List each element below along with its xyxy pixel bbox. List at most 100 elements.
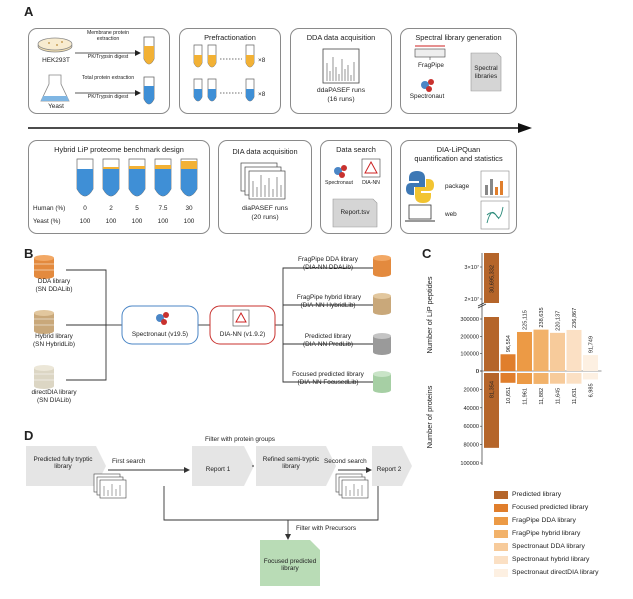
legend-swatch bbox=[494, 568, 508, 577]
right-lib-name: Predicted library bbox=[304, 333, 352, 340]
flow-step: Report 1 bbox=[205, 466, 231, 473]
spectronaut-label-search: Spectronaut bbox=[325, 180, 353, 186]
protein-bar bbox=[500, 373, 516, 383]
legend-label: FragPipe DDA library bbox=[512, 517, 576, 524]
yeast-value: 100 bbox=[157, 218, 169, 225]
panel-b-connectors bbox=[34, 255, 391, 393]
y-tick-label: 0 bbox=[476, 369, 479, 375]
axis-break-mark bbox=[477, 303, 487, 309]
y-tick-label: 2×10⁷ bbox=[464, 296, 479, 303]
y-tick-label: 100000 bbox=[460, 461, 479, 467]
yeast-percent-label: Yeast (%) bbox=[33, 218, 61, 225]
flow-arrow-label: First search bbox=[112, 458, 146, 465]
spectronaut-tool-label: Spectronaut (v19.5) bbox=[131, 331, 189, 338]
legend-label: Focused predicted library bbox=[512, 504, 589, 511]
left-lib-name: DDA library bbox=[37, 278, 71, 285]
dda-runs-count: (16 runs) bbox=[327, 96, 355, 103]
spectral-library-box: Spectral library generation FragPipe Spe… bbox=[400, 28, 517, 114]
peptide-value-label: 220,137 bbox=[556, 311, 562, 331]
panel-b-label: B bbox=[24, 246, 34, 261]
legend-label: FragPipe hybrid library bbox=[512, 530, 581, 537]
lipquan-box: DIA-LiPQuan quantification and statistic… bbox=[400, 140, 517, 234]
y-tick-label: 60000 bbox=[463, 424, 479, 430]
flow-arrow-label: Filter with Precursors bbox=[296, 525, 357, 532]
y-tick-label: 200000 bbox=[460, 334, 479, 340]
spectral-libraries-label-2: libraries bbox=[474, 73, 498, 80]
peptide-value-label: 30,695,332 bbox=[490, 265, 496, 293]
protein-bar bbox=[583, 373, 598, 380]
benchmark-tubes bbox=[76, 158, 198, 197]
human-value: 2 bbox=[109, 205, 113, 212]
right-lib-code: (DIA-NN PredLib) bbox=[302, 341, 354, 348]
panel-c-label: C bbox=[422, 246, 432, 261]
left-lib-name: directDIA library bbox=[31, 389, 77, 396]
total-extraction-label: Total protein extraction bbox=[81, 75, 135, 81]
y-tick-label: 3×10⁷ bbox=[464, 264, 479, 271]
pk-digest-label-2: PK/Trypsin digest bbox=[87, 94, 129, 100]
human-value: 0 bbox=[83, 205, 87, 212]
prefractionation-title: Prefractionation bbox=[204, 33, 256, 42]
peptide-bar bbox=[583, 355, 598, 371]
flow-arrow-label: Filter with protein groups bbox=[205, 436, 275, 443]
search-icons bbox=[332, 158, 381, 228]
peptide-bar-upper bbox=[484, 253, 499, 303]
y-tick-label: 0 bbox=[476, 369, 479, 375]
y-tick-label: 100000 bbox=[460, 352, 479, 358]
protein-bar bbox=[566, 373, 582, 384]
protein-value-label: 81,354 bbox=[490, 381, 496, 398]
protein-value-label: 10,651 bbox=[506, 387, 512, 404]
legend-label: Spectronaut hybrid library bbox=[512, 556, 590, 563]
panel-d-label: D bbox=[24, 428, 34, 443]
flow-result: Focused predicted library bbox=[263, 558, 317, 573]
dda-acquisition-box: DDA data acquisition ddaPASEF runs (16 r… bbox=[290, 28, 392, 114]
peptide-bar bbox=[500, 354, 516, 371]
right-lib-name: Focused predicted library bbox=[292, 371, 364, 378]
peptide-bar bbox=[517, 331, 532, 371]
legend-item: Focused predicted library bbox=[494, 501, 629, 514]
diann-label-search: DIA-NN bbox=[362, 180, 380, 186]
protein-bar bbox=[484, 373, 499, 448]
pk-digest-label-1: PK/Trypsin digest bbox=[87, 54, 129, 60]
peptide-value-label: 96,554 bbox=[506, 335, 512, 352]
legend-swatch bbox=[494, 542, 508, 551]
peptide-value-label: 236,867 bbox=[572, 308, 578, 328]
flow-step: Refined semi-tryptic library bbox=[262, 456, 320, 471]
legend-swatch bbox=[494, 555, 508, 564]
legend-item: Spectronaut DDA library bbox=[494, 540, 629, 553]
human-value: 5 bbox=[135, 205, 139, 212]
y-tick-label: 80000 bbox=[463, 443, 479, 449]
fraction-count-2: ×8 bbox=[258, 91, 266, 98]
legend-swatch bbox=[494, 503, 508, 512]
dia-spectra-stack bbox=[240, 162, 286, 200]
yeast-label: Yeast bbox=[48, 103, 64, 110]
diann-tool-label: DIA-NN (v1.9.2) bbox=[219, 331, 266, 338]
human-value: 7.5 bbox=[158, 205, 168, 212]
yeast-value: 100 bbox=[131, 218, 143, 225]
peptide-value-label: 91,749 bbox=[589, 336, 595, 353]
legend-swatch bbox=[494, 516, 508, 525]
legend-label: Spectronaut DDA library bbox=[512, 543, 585, 550]
lipquan-title-1: DIA-LiPQuan bbox=[436, 145, 481, 154]
left-lib-code: (SN HybridLib) bbox=[33, 341, 75, 348]
human-label: Human (%) bbox=[33, 205, 66, 212]
dia-title: DIA data acquisition bbox=[232, 147, 298, 156]
workflow-timeline-arrow bbox=[28, 123, 532, 133]
legend-item: Predicted library bbox=[494, 488, 629, 501]
peptide-bar bbox=[533, 329, 549, 371]
prefractionation-tubes bbox=[193, 44, 255, 102]
protein-value-label: 11,882 bbox=[539, 388, 545, 405]
fraction-count-1: ×8 bbox=[258, 57, 266, 64]
hek-label: HEK293T bbox=[42, 57, 70, 64]
yeast-value: 100 bbox=[183, 218, 195, 225]
peptide-bar bbox=[550, 332, 565, 371]
y-axis-title-top: Number of LiP peptides bbox=[425, 276, 434, 353]
legend-item: FragPipe DDA library bbox=[494, 514, 629, 527]
panel-d-flow bbox=[26, 446, 412, 586]
right-lib-name: FragPipe DDA library bbox=[297, 256, 359, 263]
protein-bar bbox=[550, 373, 565, 384]
benchmark-title: Hybrid LiP proteome benchmark design bbox=[54, 145, 184, 154]
dia-runs: diaPASEF runs bbox=[242, 205, 288, 212]
data-search-box: Data search Spectronaut DIA-NN Report.ts… bbox=[320, 140, 392, 234]
spectral-title: Spectral library generation bbox=[415, 33, 502, 42]
y-axis-title-bottom: Number of proteins bbox=[425, 385, 434, 448]
